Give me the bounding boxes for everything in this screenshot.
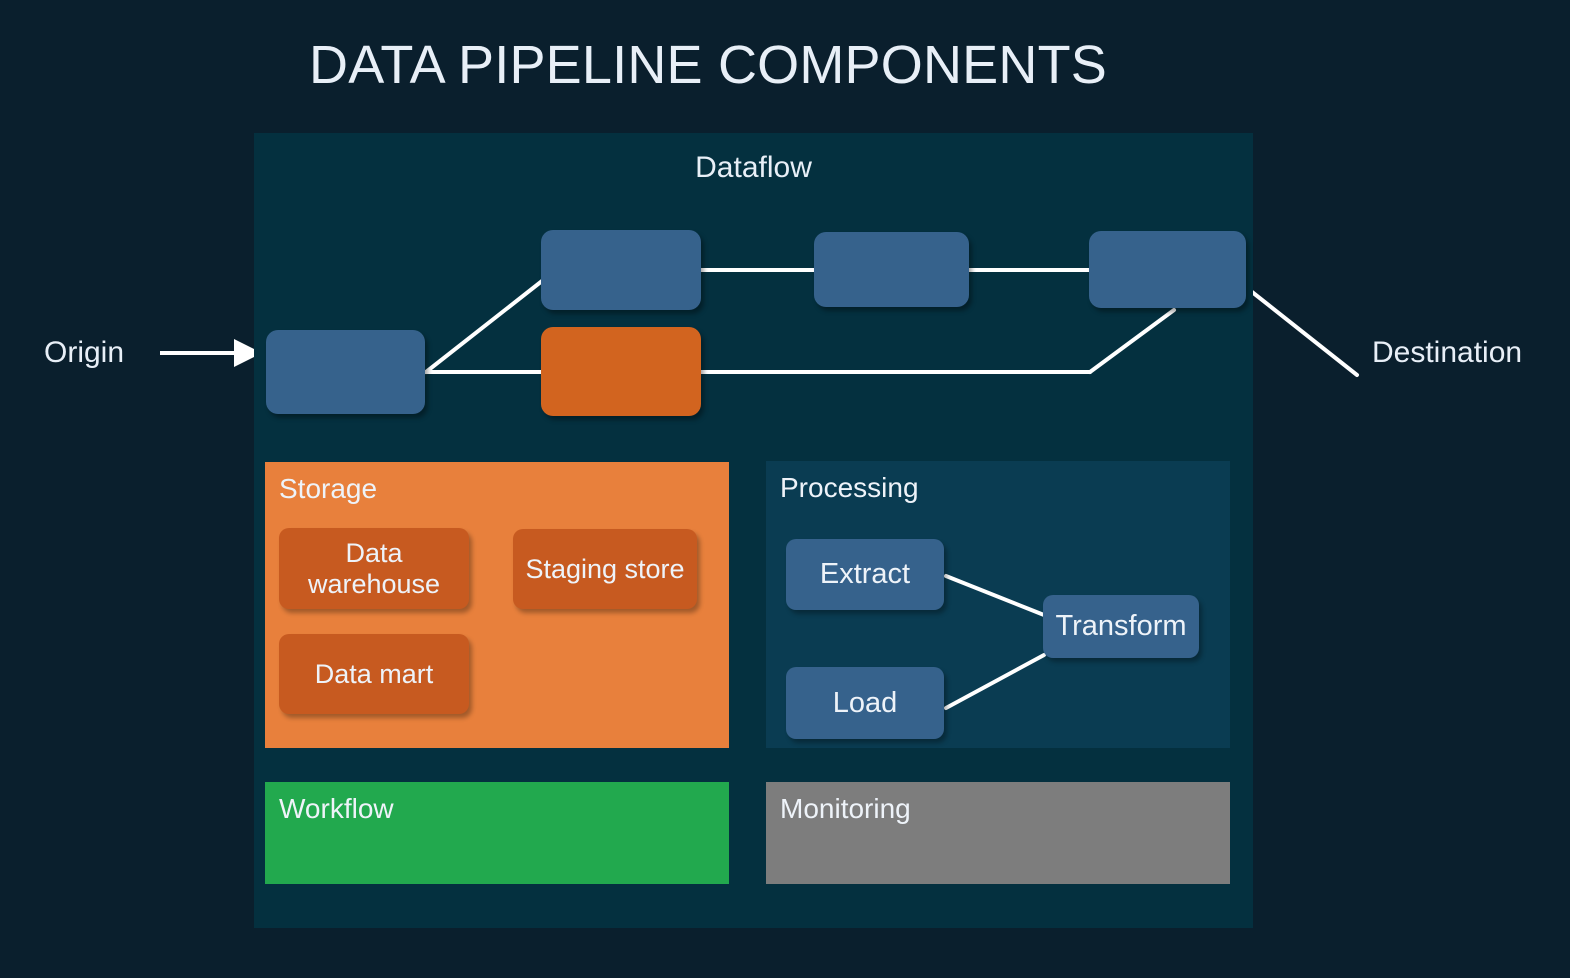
dataflow-container: Dataflow Storage xyxy=(254,133,1253,928)
monitoring-panel-title: Monitoring xyxy=(780,793,911,824)
connector-source-to-stage-a xyxy=(424,279,544,374)
flow-node-stage-a[interactable] xyxy=(541,230,701,310)
connector-extract-to-transform xyxy=(944,574,1046,617)
flow-node-stage-b[interactable] xyxy=(814,232,969,307)
processing-chip-extract[interactable]: Extract xyxy=(786,539,944,610)
storage-panel-title: Storage xyxy=(279,473,378,504)
storage-chip-data-warehouse[interactable]: Data warehouse xyxy=(279,528,469,609)
page-title: DATA PIPELINE COMPONENTS xyxy=(309,35,1107,95)
connector-buffer-to-stage-c xyxy=(1088,308,1176,374)
processing-chip-transform[interactable]: Transform xyxy=(1043,595,1199,658)
destination-label: Destination xyxy=(1372,336,1523,369)
processing-panel-title: Processing xyxy=(780,472,919,503)
destination-arrow xyxy=(1245,286,1359,377)
workflow-panel[interactable]: Workflow xyxy=(265,782,729,884)
storage-chip-staging-store[interactable]: Staging store xyxy=(513,529,697,609)
processing-panel[interactable]: Processing Extract Transform Load xyxy=(766,461,1230,748)
connector-load-to-transform xyxy=(944,653,1046,710)
origin-label: Origin xyxy=(44,336,125,369)
flow-connectors xyxy=(424,268,1176,374)
monitoring-panel[interactable]: Monitoring xyxy=(766,782,1230,884)
flow-node-stage-c[interactable] xyxy=(1089,231,1246,308)
flow-node-buffer[interactable] xyxy=(541,327,701,416)
storage-panel[interactable]: Storage Data warehouse Staging store Dat… xyxy=(265,462,729,748)
flow-node-source[interactable] xyxy=(266,330,425,414)
storage-chip-data-mart[interactable]: Data mart xyxy=(279,634,469,714)
processing-chip-load[interactable]: Load xyxy=(786,667,944,739)
flow-area xyxy=(254,133,1253,463)
dataflow-title: Dataflow xyxy=(695,151,812,184)
workflow-panel-title: Workflow xyxy=(279,793,394,824)
